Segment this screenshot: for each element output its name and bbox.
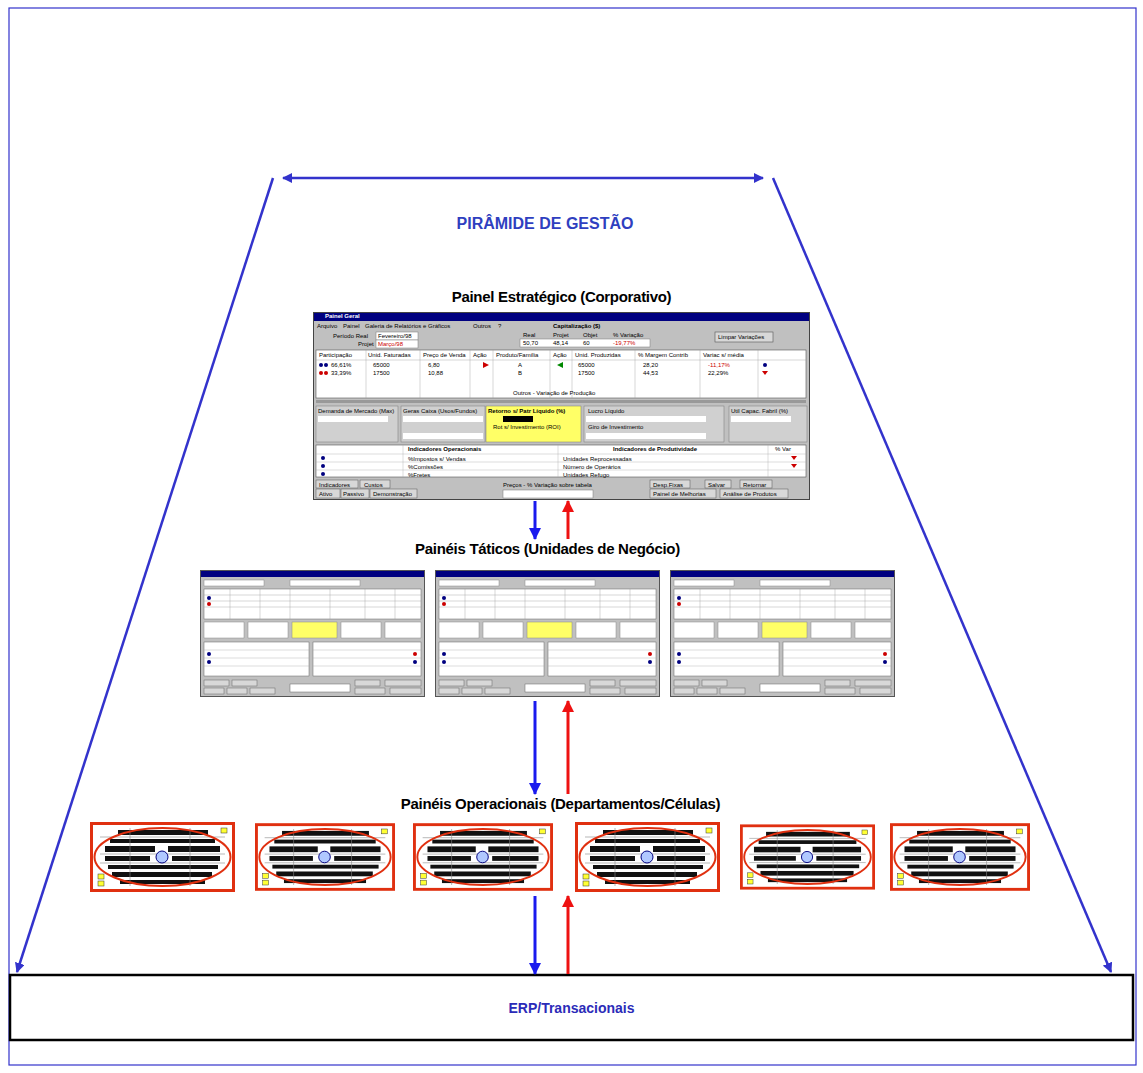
screen-text: Indicadores <box>319 482 350 489</box>
screen-text: % Margem Contrib <box>638 352 688 359</box>
screen-text: Salvar <box>708 482 725 489</box>
screen-text: ? <box>498 323 501 330</box>
screen-text: Ação <box>473 352 487 359</box>
panel-level: Painéis Táticos (Unidades de Negócio) <box>196 540 899 700</box>
screen-text: Projet <box>358 341 374 348</box>
system-box: ERP/Transacionais <box>6 975 1137 1040</box>
screen-text: Retorno s/ Patr Líquido (%) <box>488 408 565 415</box>
screen-text: Capitalização ($) <box>553 323 600 330</box>
screen-text: Retornar <box>743 482 766 489</box>
screen-text: Painel de Melhorias <box>653 491 706 498</box>
screen-text: 65000 <box>373 362 390 369</box>
screen-text: Painel <box>343 323 360 330</box>
screen-text: Unid. Faturadas <box>368 352 411 359</box>
screen-text: Demanda de Mercado (Max) <box>318 408 394 415</box>
screen-text: Limpar Variações <box>718 334 764 341</box>
flow-arrow <box>534 701 537 794</box>
screen-text: 65000 <box>578 362 595 369</box>
system-label: ERP/Transacionais <box>6 999 1137 1017</box>
screen-text: B <box>518 370 522 377</box>
panel-level: Painéis Operacionais (Departamentos/Célu… <box>84 795 1037 895</box>
screen-text: 17500 <box>373 370 390 377</box>
screen-text: Custos <box>364 482 383 489</box>
screen-text: 44,53 <box>643 370 658 377</box>
flow-arrow <box>567 501 570 539</box>
screen-text: Preço de Venda <box>423 352 466 359</box>
flow-arrow <box>534 896 537 974</box>
screen-text: % Var <box>775 446 791 453</box>
screen-text: Março/98 <box>378 341 403 348</box>
flow-arrow <box>567 896 570 974</box>
level-heading: Painéis Táticos (Unidades de Negócio) <box>196 540 899 558</box>
screen-text: Desp.Fixas <box>653 482 683 489</box>
screen-text: Demonstração <box>373 491 412 498</box>
screen-text: Rot s/ Investimento (ROI) <box>493 424 561 431</box>
screen-text: 22,29% <box>708 370 728 377</box>
screen-text: Outros - Variação de Produção <box>513 390 595 397</box>
screen-text: Util Capac. Fabril (%) <box>731 408 788 415</box>
screen-text: Objet <box>583 332 597 339</box>
screen-text: Unid. Produzidas <box>575 352 621 359</box>
level-heading: Painéis Operacionais (Departamentos/Célu… <box>84 795 1037 813</box>
screen-text: 50,70 <box>523 340 538 347</box>
screen-text: 66,61% <box>331 362 351 369</box>
screen-text: Lucro Líquido <box>588 408 624 415</box>
screen-text: Passivo <box>343 491 364 498</box>
screen-text: 48,14 <box>553 340 568 347</box>
screen-text: Preços - % Variação sobre tabela <box>503 482 592 489</box>
screen-text: Indicadores de Produtividade <box>613 446 697 453</box>
screen-text: Ativo <box>319 491 332 498</box>
screen-text: Geras Caixa (Usos/Fundos) <box>403 408 477 415</box>
screen-text: %Impostos s/ Vendas <box>408 456 466 463</box>
screen-text: 60 <box>583 340 590 347</box>
screen-text: Outros <box>473 323 491 330</box>
screen-text: 10,88 <box>428 370 443 377</box>
screen-text: 28,20 <box>643 362 658 369</box>
screen-text: Variac s/ média <box>703 352 744 359</box>
screen-text: Participação <box>319 352 352 359</box>
screen-text: 6,80 <box>428 362 440 369</box>
screen-text: Fevereiro/98 <box>378 333 412 340</box>
screen-text: -19,77% <box>613 340 635 347</box>
screen-text: Período Real <box>333 333 368 340</box>
screen-text: %Fretes <box>408 472 430 479</box>
screen-text: % Variação <box>613 332 643 339</box>
screen-text: Produto/Família <box>496 352 538 359</box>
screen-text: Painel Geral <box>325 313 360 320</box>
flow-arrow <box>534 501 537 539</box>
screen-text: Arquivo <box>317 323 337 330</box>
screen-text: Projet <box>553 332 569 339</box>
screen-text: Ação <box>553 352 567 359</box>
screen-text: -11,17% <box>708 362 730 369</box>
screen-text: Unidades Reprocessadas <box>563 456 632 463</box>
screen-text: Real <box>523 332 535 339</box>
screen-text: 17500 <box>578 370 595 377</box>
screen-text: %Comissões <box>408 464 443 471</box>
level-heading: Painel Estratégico (Corporativo) <box>309 288 814 306</box>
screen-text: Número de Operários <box>563 464 621 471</box>
screen-text: Giro de Investimento <box>588 424 643 431</box>
screen-text: Análise de Produtos <box>723 491 777 498</box>
flow-arrow <box>567 701 570 794</box>
screen-text: A <box>518 362 522 369</box>
screen-text: Unidades Refugo <box>563 472 609 479</box>
screen-text: Galeria de Relatórios e Gráficos <box>365 323 450 330</box>
screen-text: Indicadores Operacionais <box>408 446 481 453</box>
screen-text: 33,39% <box>331 370 351 377</box>
diagram-title: PIRÂMIDE DE GESTÃO <box>457 214 634 234</box>
